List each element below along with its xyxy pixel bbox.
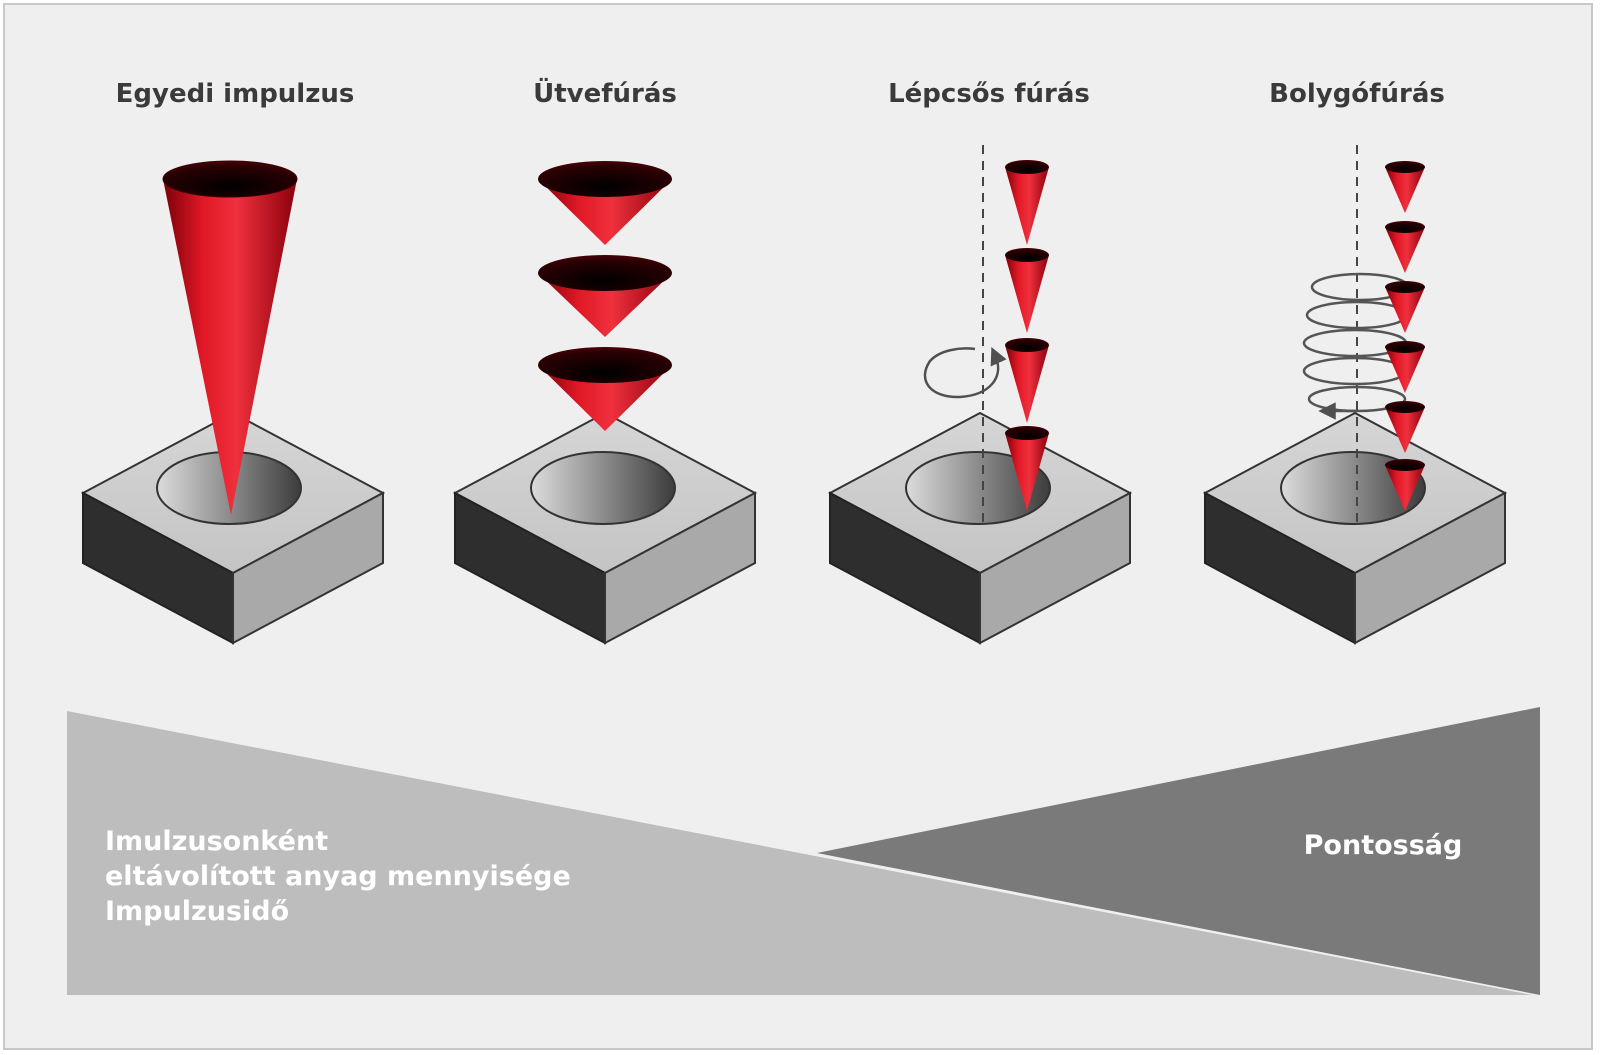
title-percussion-drilling: Ütvefúrás	[533, 76, 677, 109]
pulse-cone	[1005, 248, 1049, 333]
pulse-cone	[1005, 338, 1049, 423]
title-step-drilling: Lépcsős fúrás	[888, 79, 1090, 109]
wedge-precision	[817, 707, 1540, 995]
pulse-cone	[1005, 160, 1049, 245]
rotation-arrow-step	[923, 347, 1007, 399]
laser-drilling-diagram: Egyedi impulzus Ütvefúrás Lépcsős fúrás …	[67, 76, 1540, 995]
pulse-cone	[1385, 221, 1425, 273]
figure-frame: Egyedi impulzus Ütvefúrás Lépcsős fúrás …	[3, 3, 1593, 1050]
pulse-cone	[1005, 426, 1049, 511]
pulse-cones-percussion	[538, 161, 672, 431]
label-removed-per-pulse-line2: eltávolított anyag mennyisége	[105, 861, 571, 892]
label-removed-per-pulse-line1: Imulzusonként	[105, 826, 328, 857]
title-planetary-drilling: Bolygófúrás	[1269, 79, 1445, 109]
pulse-cone	[538, 161, 672, 245]
pulse-cone	[538, 255, 672, 337]
block-planetary	[1202, 411, 1508, 645]
block-step	[827, 411, 1133, 645]
pulse-cones-step	[1005, 160, 1049, 511]
pulse-cone	[1385, 161, 1425, 213]
pulse-cone	[1385, 281, 1425, 333]
label-pulse-duration: Impulzusidő	[105, 896, 289, 927]
title-single-pulse: Egyedi impulzus	[116, 79, 355, 109]
pulse-cone	[538, 347, 672, 431]
pulse-cone	[1385, 459, 1425, 511]
label-precision: Pontosság	[1304, 830, 1463, 861]
pulse-cones-planetary	[1385, 161, 1425, 511]
pulse-cone	[1385, 341, 1425, 393]
beam-cone-single	[162, 160, 298, 515]
block-percussion	[452, 411, 758, 645]
pulse-cone	[1385, 401, 1425, 453]
wedge-material-removal	[67, 711, 1532, 995]
